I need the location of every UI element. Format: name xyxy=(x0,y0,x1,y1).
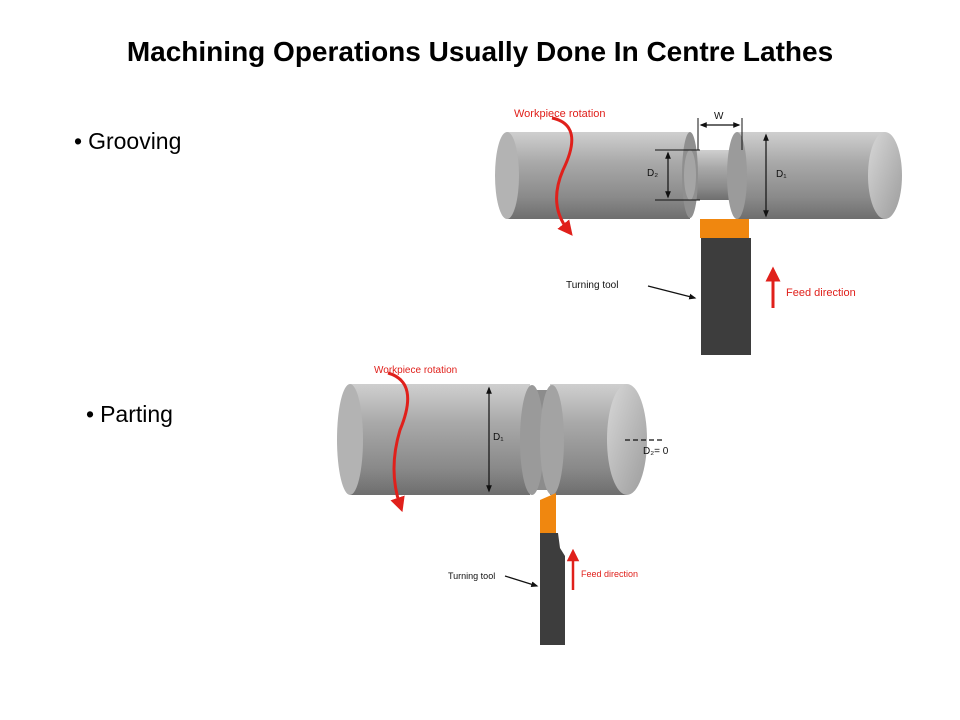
bullet-label: Grooving xyxy=(88,128,182,154)
tool-tip xyxy=(540,493,556,533)
rotation-arrow xyxy=(551,116,574,236)
d2-label: D₂= 0 xyxy=(643,446,669,457)
cut-face-right xyxy=(540,385,564,495)
cut-face-left xyxy=(520,385,544,495)
tool-body xyxy=(540,533,565,645)
workpiece-right-end xyxy=(868,132,902,219)
d1-label: D₁ xyxy=(493,432,504,443)
bullet-dot: • xyxy=(74,128,83,154)
workpiece-left-end xyxy=(337,384,363,495)
rotation-arrow xyxy=(387,371,410,513)
d2-label: D₂ xyxy=(647,168,658,179)
bullet-grooving: •Grooving xyxy=(74,128,181,155)
tool-label: Turning tool xyxy=(448,571,495,581)
workpiece-right-section xyxy=(737,132,885,219)
workpiece-right-section xyxy=(550,384,627,495)
feed-label: Feed direction xyxy=(786,287,856,299)
tool-label: Turning tool xyxy=(566,280,618,291)
tool-pointer xyxy=(647,285,697,300)
bullet-parting: •Parting xyxy=(86,401,173,428)
feed-label: Feed direction xyxy=(581,569,638,579)
width-label: W xyxy=(714,111,724,122)
tool-body xyxy=(701,238,751,355)
groove-inner xyxy=(684,150,696,200)
grooving-diagram: Workpiece rotation W D₂ D₁ Turning tool … xyxy=(495,108,902,355)
d1-label: D₁ xyxy=(776,169,787,180)
bullet-label: Parting xyxy=(100,401,173,427)
workpiece-left-section xyxy=(500,132,690,219)
rotation-label: Workpiece rotation xyxy=(374,365,457,376)
page-title: Machining Operations Usually Done In Cen… xyxy=(126,36,834,67)
tool-pointer xyxy=(504,575,539,588)
tool-tip xyxy=(700,219,749,238)
groove-face-right xyxy=(727,132,747,219)
rotation-label: Workpiece rotation xyxy=(514,108,606,120)
parting-diagram: Workpiece rotation D₁ D₂= 0 Turning tool… xyxy=(337,365,669,645)
workpiece-left-section xyxy=(342,384,530,495)
workpiece-left-end xyxy=(495,132,519,219)
bullet-dot: • xyxy=(86,401,95,427)
